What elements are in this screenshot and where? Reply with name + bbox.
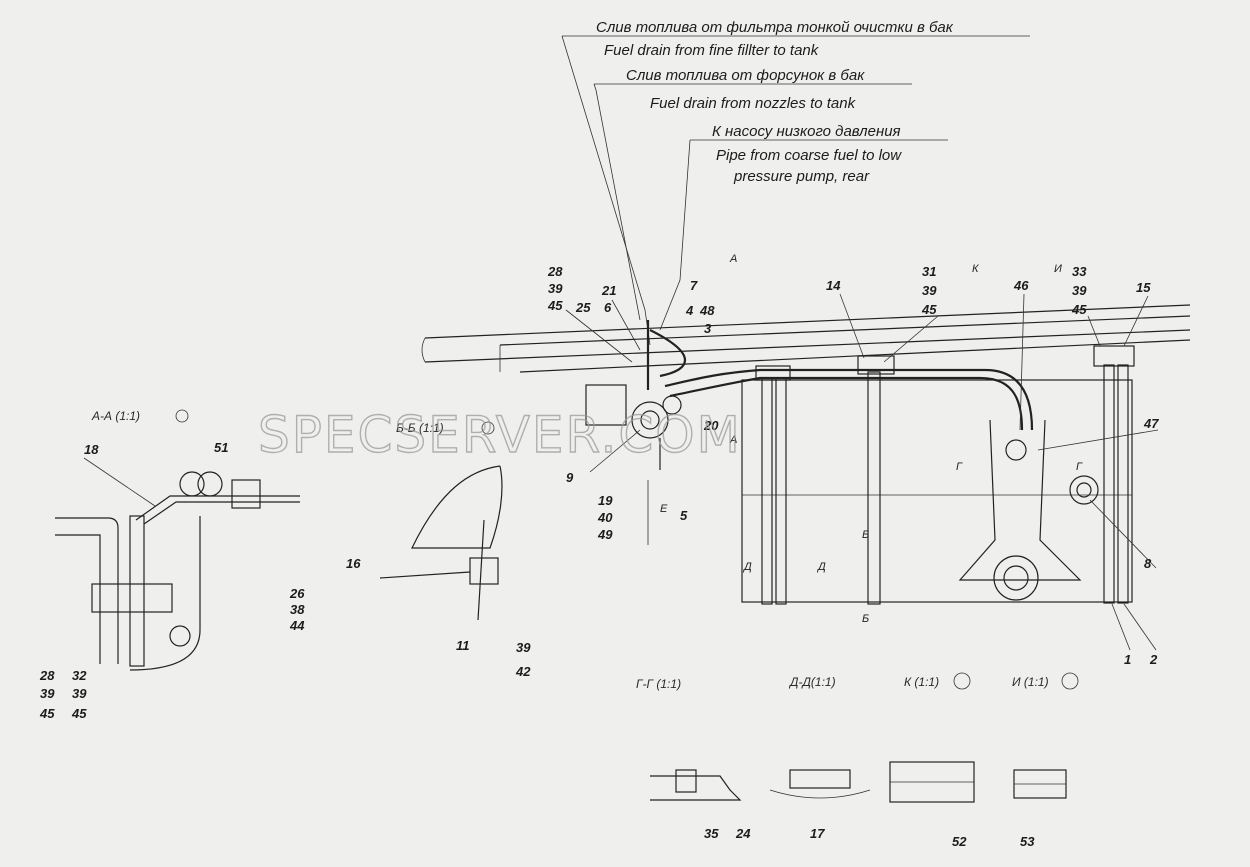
label-46: 46 xyxy=(1013,278,1029,293)
view-bb-title: Б-Б (1:1) xyxy=(396,421,444,435)
mark-k: К xyxy=(972,263,979,275)
mark-a-bottom: А xyxy=(729,434,737,446)
view-gg-title: Г-Г (1:1) xyxy=(636,677,681,691)
fuel-tank xyxy=(741,345,1135,605)
detail-label-53: 53 xyxy=(1020,834,1035,849)
aa-label-39: 39 xyxy=(40,686,55,701)
label-45c: 45 xyxy=(1071,302,1087,317)
mark-e: Е xyxy=(660,503,668,515)
label-21: 21 xyxy=(601,283,616,298)
caption-nozzles-ru: Слив топлива от форсунок в бак xyxy=(626,67,865,84)
main-part-labels: 28 39 45 21 25 6 7 4 48 3 9 20 19 40 49 … xyxy=(547,264,1159,667)
view-aa-title: А-А (1:1) xyxy=(91,409,140,423)
view-b-b: Б-Б (1:1) 16 11 39 42 xyxy=(346,421,531,679)
section-titles-row: Г-Г (1:1) Д-Д(1:1) К (1:1) И (1:1) xyxy=(636,672,1079,691)
mark-g-2: Г xyxy=(1076,461,1083,473)
label-9: 9 xyxy=(566,470,574,485)
view-i-title: И (1:1) xyxy=(1012,675,1049,689)
caption-low-pressure-en-1: Pipe from coarse fuel to low xyxy=(716,147,902,164)
label-4: 4 xyxy=(685,303,694,318)
label-39: 39 xyxy=(548,281,563,296)
mark-i: И xyxy=(1054,263,1062,275)
label-31: 31 xyxy=(922,264,936,279)
caption-low-pressure-en-2: pressure pump, rear xyxy=(733,168,870,185)
label-14: 14 xyxy=(826,278,841,293)
mark-a-top: А xyxy=(729,253,737,265)
label-33: 33 xyxy=(1072,264,1087,279)
mark-d-2: Д xyxy=(816,561,826,573)
aa-label-45b: 45 xyxy=(71,706,87,721)
aa-label-45: 45 xyxy=(39,706,55,721)
detail-label-24: 24 xyxy=(735,826,751,841)
frame-rail xyxy=(421,304,1191,373)
aa-label-51: 51 xyxy=(214,440,228,455)
caption-block: Слив топлива от фильтра тонкой очистки в… xyxy=(561,19,1030,346)
caption-fine-filter-ru: Слив топлива от фильтра тонкой очистки в… xyxy=(596,19,954,36)
label-2: 2 xyxy=(1149,652,1158,667)
bb-label-42: 42 xyxy=(515,664,531,679)
label-19: 19 xyxy=(598,493,613,508)
watermark: SPECSERVER.COM xyxy=(258,406,742,464)
detail-label-17: 17 xyxy=(810,826,825,841)
label-25: 25 xyxy=(575,300,591,315)
section-marks: А А Б Б Г Г Д Д К И Е xyxy=(660,253,1083,625)
label-28: 28 xyxy=(547,264,563,279)
mark-g-1: Г xyxy=(956,461,963,473)
caption-nozzles-en: Fuel drain from nozzles to tank xyxy=(650,95,857,112)
fuel-lines xyxy=(646,320,1034,431)
label-49: 49 xyxy=(597,527,613,542)
label-47: 47 xyxy=(1143,416,1159,431)
aa-label-28: 28 xyxy=(39,668,55,683)
label-45b: 45 xyxy=(921,302,937,317)
detail-label-52: 52 xyxy=(952,834,967,849)
label-45: 45 xyxy=(547,298,563,313)
label-39c: 39 xyxy=(1072,283,1087,298)
detail-sections: 35 24 17 52 53 xyxy=(650,761,1067,849)
fuel-filter-assembly xyxy=(585,384,682,545)
label-48: 48 xyxy=(699,303,715,318)
aa-label-18: 18 xyxy=(84,442,99,457)
aa-label-32: 32 xyxy=(72,668,87,683)
aa-label-26: 26 xyxy=(289,586,305,601)
label-5: 5 xyxy=(680,508,688,523)
label-1: 1 xyxy=(1124,652,1131,667)
aa-label-44: 44 xyxy=(289,618,305,633)
bb-label-39: 39 xyxy=(516,640,531,655)
aa-label-38: 38 xyxy=(290,602,305,617)
mark-b-2: Б xyxy=(862,613,869,625)
caption-low-pressure-ru: К насосу низкого давления xyxy=(712,123,901,140)
label-6: 6 xyxy=(604,300,612,315)
view-a-a: А-А (1:1) 18 51 26 38 44 28 39 45 32 39 … xyxy=(39,409,305,721)
mark-b-1: Б xyxy=(862,529,869,541)
bb-label-16: 16 xyxy=(346,556,361,571)
label-39b: 39 xyxy=(922,283,937,298)
label-20: 20 xyxy=(703,418,719,433)
label-40: 40 xyxy=(597,510,613,525)
label-3: 3 xyxy=(704,321,712,336)
label-15: 15 xyxy=(1136,280,1151,295)
mark-d-1: Д xyxy=(742,561,752,573)
aa-label-39b: 39 xyxy=(72,686,87,701)
view-dd-title: Д-Д(1:1) xyxy=(788,675,836,689)
caption-fine-filter-en: Fuel drain from fine fillter to tank xyxy=(604,42,820,59)
label-7: 7 xyxy=(690,278,698,293)
label-8: 8 xyxy=(1144,556,1152,571)
bb-label-11: 11 xyxy=(456,638,470,653)
view-k-title: К (1:1) xyxy=(904,675,939,689)
detail-label-35: 35 xyxy=(704,826,719,841)
